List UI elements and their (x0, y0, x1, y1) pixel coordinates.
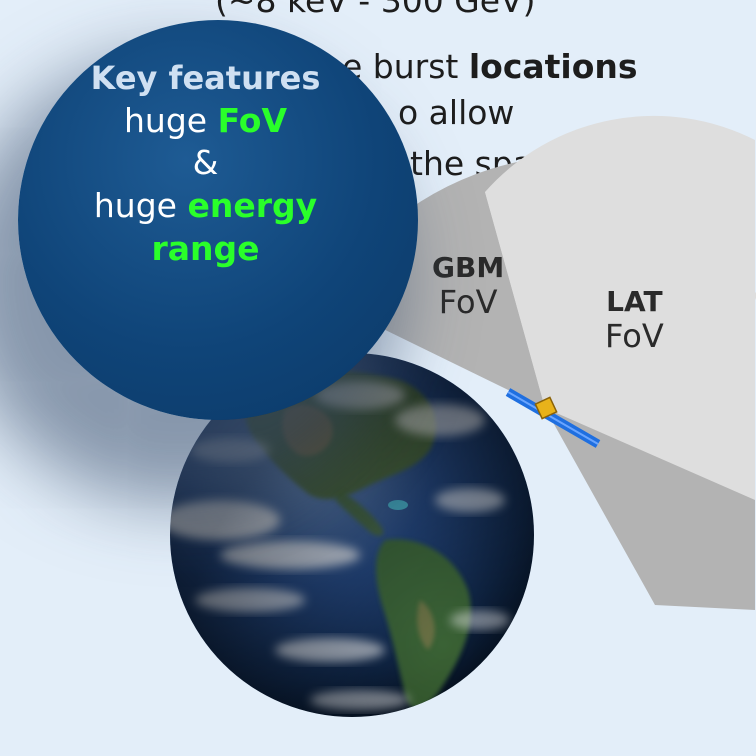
key-features-circle (18, 20, 418, 420)
gbm-fov-text: FoV (438, 283, 498, 322)
gbm-fov-label: GBM FoV (432, 251, 505, 322)
huge-energy-line: huge energy (18, 185, 393, 228)
key-features-text: Key features huge FoV & huge energy rang… (18, 58, 393, 271)
allow-text: o allow (398, 93, 515, 132)
gbm-name: GBM (432, 251, 505, 284)
burst-locations-text: e burst locations (342, 50, 638, 83)
huge-word-1: huge (124, 100, 218, 140)
burst-text: e burst (342, 47, 469, 86)
fov-highlight: FoV (217, 100, 287, 140)
lat-fov-lower-edge (485, 165, 755, 500)
earth-globe-icon (170, 353, 534, 717)
energy-highlight: energy (187, 186, 318, 226)
range-highlight: range (151, 229, 260, 269)
huge-word-2: huge (93, 186, 188, 226)
energy-range-text: (~8 keV - 300 GeV) (215, 0, 536, 20)
ampersand: & (192, 143, 219, 183)
fermi-satellite-icon (505, 388, 601, 448)
locations-text: locations (468, 47, 638, 86)
lat-fov-text: FoV (605, 317, 664, 356)
key-features-title: Key features (90, 59, 321, 97)
lat-fov-label: LAT FoV (605, 285, 664, 356)
lat-name: LAT (606, 285, 663, 318)
huge-fov-line: huge FoV (18, 100, 393, 143)
